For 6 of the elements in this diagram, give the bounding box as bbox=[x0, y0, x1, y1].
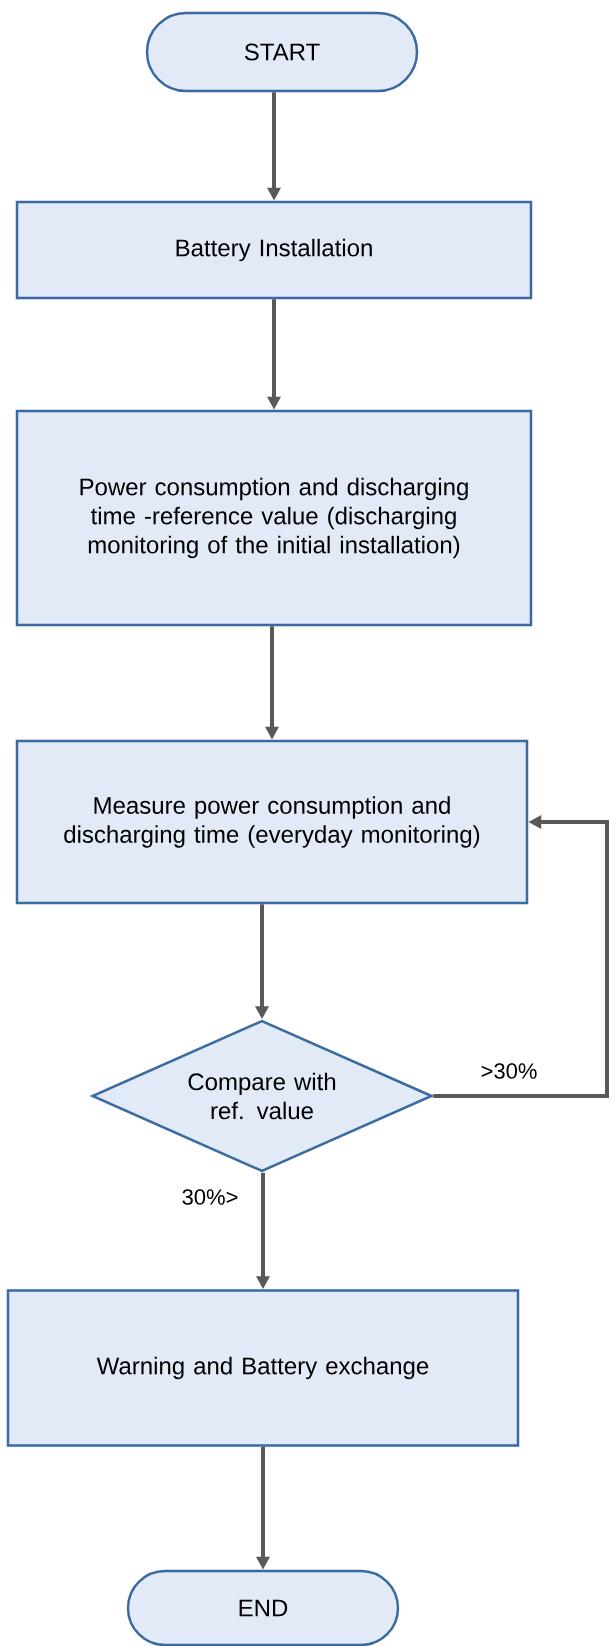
process-box: Warning and Battery exchange bbox=[6, 1289, 520, 1447]
edge-label: >30% bbox=[479, 1062, 539, 1080]
process-box: Power consumption and discharging time -reference value (discharging monitoring of the initial installation) bbox=[15, 409, 533, 627]
process-box: Battery Installation bbox=[15, 200, 533, 300]
process-box: Measure power consumption and discharging time (everyday monitoring) bbox=[15, 739, 529, 905]
edge-label: 30%> bbox=[180, 1188, 240, 1206]
